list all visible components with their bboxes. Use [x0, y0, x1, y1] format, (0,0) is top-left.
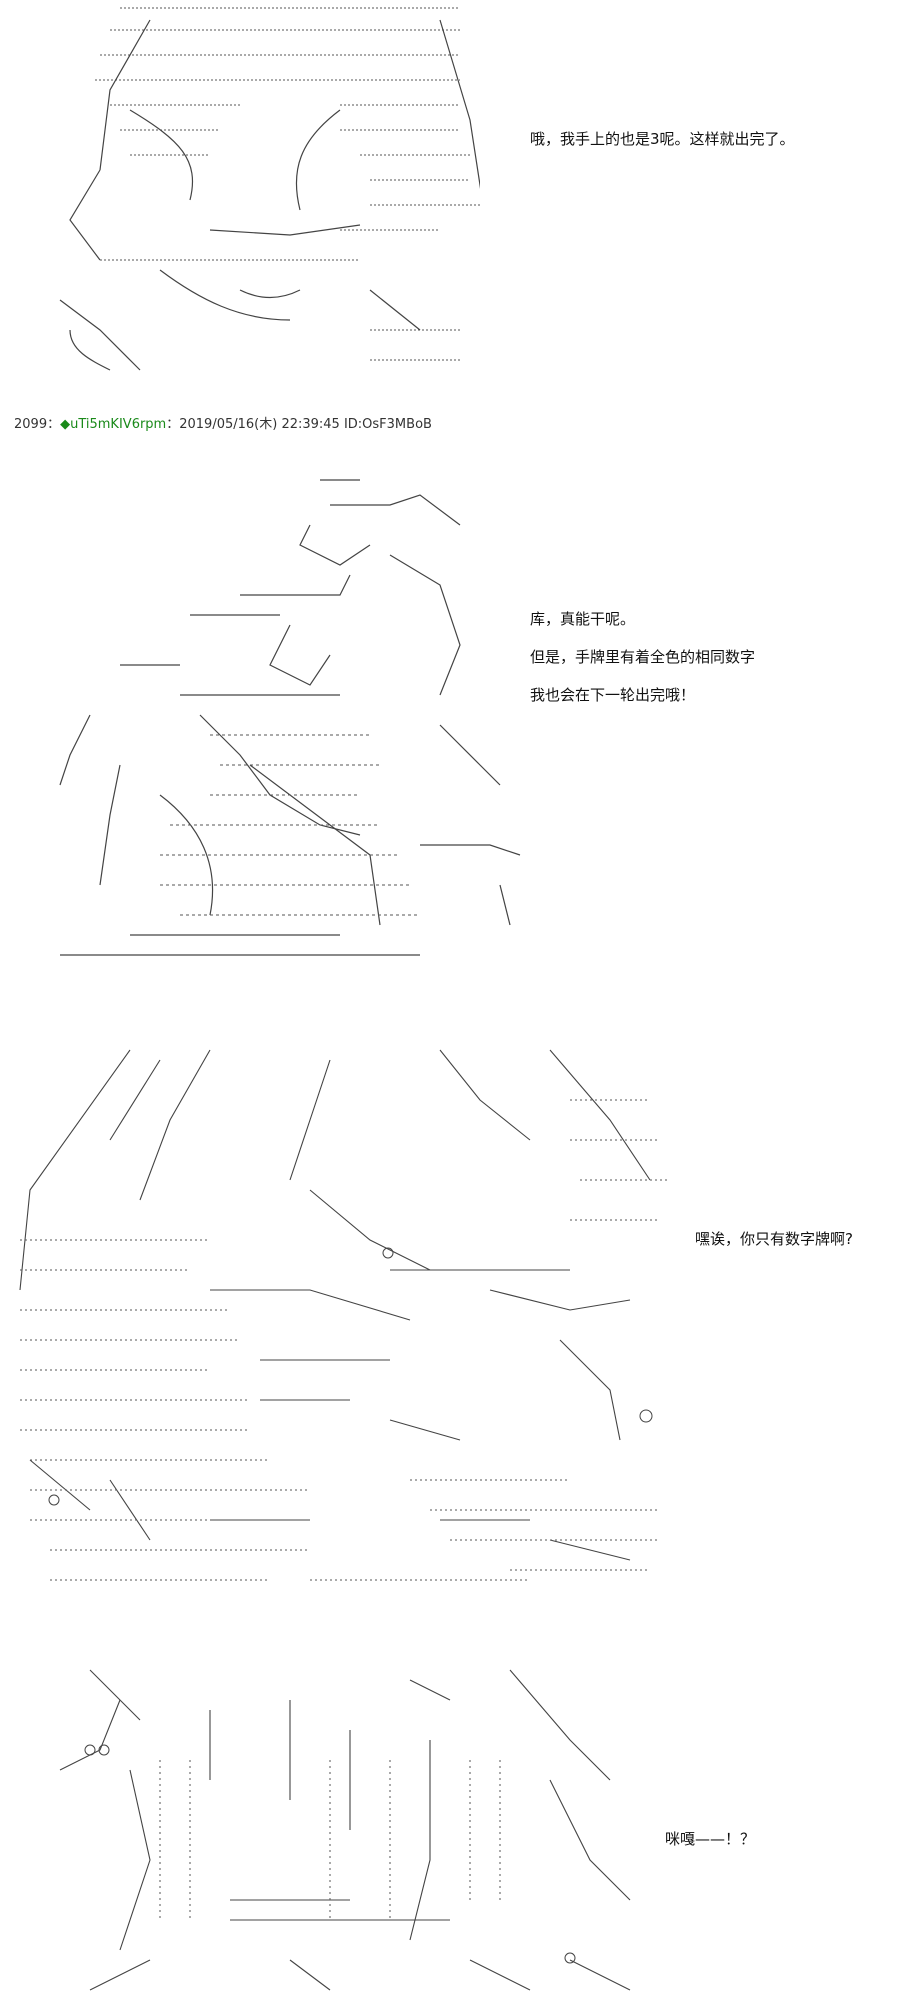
- post-header: 2099：◆uTi5mKIV6rpm：2019/05/16(木) 22:39:4…: [14, 413, 432, 432]
- dialog-line: 咪嘎——！？: [665, 1830, 756, 1848]
- dialog-line: 我也会在下一轮出完哦！: [530, 686, 696, 704]
- dialog-line: 嘿诶，你只有数字牌啊?: [695, 1230, 853, 1248]
- ascii-art-character-1: [40, 0, 480, 380]
- dialog-line: 哦，我手上的也是3呢。这样就出完了。: [530, 130, 795, 148]
- ascii-art-character-2: [40, 465, 560, 965]
- dialog-panel-2: 库，真能干呢。 但是，手牌里有着全色的相同数字 我也会在下一轮出完哦！: [530, 600, 755, 714]
- dialog-line: 但是，手牌里有着全色的相同数字: [530, 648, 756, 666]
- post-trip[interactable]: uTi5mKIV6rpm: [70, 417, 167, 432]
- ascii-art-character-3: [10, 1040, 670, 1610]
- post-meta: ：2019/05/16(木) 22:39:45 ID:OsF3MBoB: [166, 417, 432, 432]
- post-separator: ：: [47, 417, 61, 432]
- ascii-art-character-4: [30, 1660, 650, 2000]
- dialog-panel-3: 嘿诶，你只有数字牌啊?: [695, 1220, 853, 1258]
- dialog-panel-1: 哦，我手上的也是3呢。这样就出完了。: [530, 120, 795, 158]
- post-number: 2099: [14, 417, 48, 432]
- dialog-line: 库，真能干呢。: [530, 610, 636, 628]
- dialog-panel-4: 咪嘎——！？: [665, 1820, 755, 1858]
- diamond-icon: ◆: [60, 417, 71, 432]
